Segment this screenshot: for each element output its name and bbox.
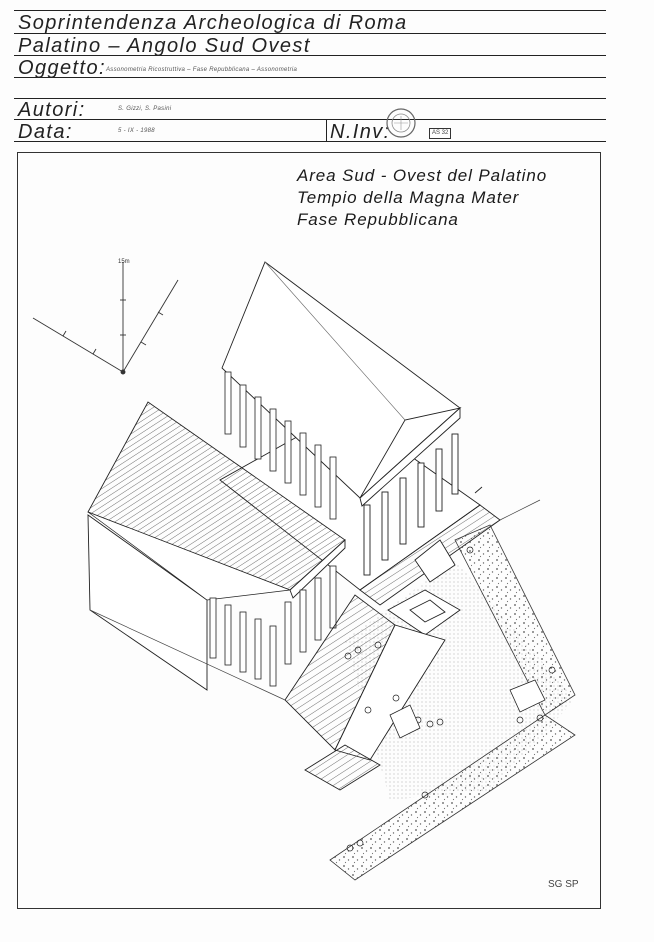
rule [14,119,606,121]
title-block: Soprintendenza Archeologica di Roma Pala… [14,10,606,144]
institution-line: Soprintendenza Archeologica di Roma [18,12,408,34]
ground-lines [89,499,541,701]
title-line-1: Area Sud - Ovest del Palatino [297,166,548,185]
ninv-value: AS 32 [429,128,452,139]
data-label: Data: [18,121,73,143]
rule [14,33,606,35]
oggetto-value: Assonometria Ricostruttiva – Fase Repubb… [106,67,298,73]
autori-value: S. Gizzi, S. Pasini [118,106,172,112]
oggetto-label: Oggetto: [18,57,106,79]
temple-magna-mater [219,261,501,636]
rule [14,55,606,57]
ninv-label: N.Inv: [330,121,391,143]
rule [14,141,606,143]
scale-label: 15m [118,259,130,265]
rule [14,10,606,12]
stamp-icon [386,108,416,138]
title-line-3: Fase Repubblicana [297,210,459,229]
rule [14,77,606,79]
drawing-frame [17,152,601,909]
title-line-2: Tempio della Magna Mater [297,188,520,207]
scale-axes [32,262,179,375]
rule [14,98,606,100]
divider [326,119,328,142]
location-line: Palatino – Angolo Sud Ovest [18,35,311,57]
signature: SG SP [548,879,579,890]
temple-victoria [87,401,556,852]
drawing-title: Area Sud - Ovest del Palatino Tempio del… [297,165,547,231]
data-value: 5 - IX - 1988 [118,128,155,134]
autori-label: Autori: [18,99,86,121]
